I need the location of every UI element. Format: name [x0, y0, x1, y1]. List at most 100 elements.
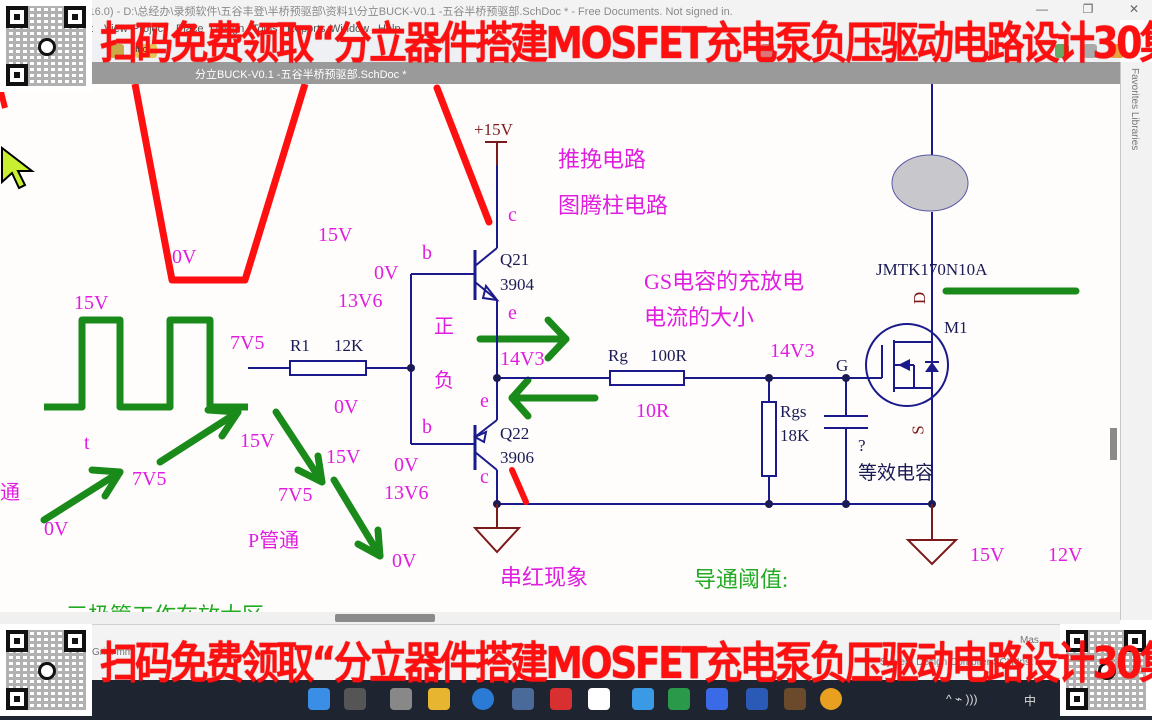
pin-c-q21: c	[508, 204, 517, 226]
menu-item-view[interactable]: View	[104, 23, 128, 35]
menu-bar: t View Project Place Design Tools Report…	[0, 20, 1120, 40]
annotation-on: 通	[0, 482, 20, 504]
restore-button[interactable]: ❐	[1082, 2, 1094, 16]
chrome-icon[interactable]	[820, 688, 842, 710]
promo-banner-top: 扫码免费领取“分立器件搭建MOSFET充电泵负压驱动电路设计30集完整视频”	[100, 18, 1152, 69]
voltage-label: 7V5	[230, 332, 265, 354]
annotation-gs-charge-1: GS电容的充放电	[644, 269, 805, 294]
inc-label: Inc	[135, 44, 157, 58]
excel-icon[interactable]	[668, 688, 690, 710]
tool-icon[interactable]	[760, 44, 774, 58]
pin-e-q21: e	[508, 302, 517, 324]
annotation-push-pull: 推挽电路	[558, 147, 647, 172]
voltage-label: 7V5	[132, 468, 167, 490]
calculator-icon[interactable]	[512, 688, 534, 710]
voltage-label: 15V	[318, 224, 353, 246]
promo-banner-bottom: 扫码免费领取“分立器件搭建MOSFET充电泵负压驱动电路设计30集完整视频”	[100, 638, 1152, 689]
voltage-label: 0V	[392, 550, 417, 572]
annotation-negative: 负	[434, 370, 454, 392]
resistor-rgs	[761, 401, 777, 477]
annotation-threshold: 导通阈值:	[694, 567, 789, 592]
panels-list[interactable]: System Design Compiler SCH Inst	[880, 657, 1033, 668]
home-icon[interactable]	[1110, 44, 1124, 58]
toolbar: Inc	[0, 40, 1124, 62]
window-title: er (16.0) - D:\总经办\录频软件\五谷丰登\半桥预驱部\资料1\分…	[72, 6, 733, 18]
menu-item-place[interactable]: Place	[176, 23, 204, 35]
mosfet-part: JMTK170N10A	[876, 260, 988, 279]
annotation-gs-charge-2: 电流的大小	[644, 305, 755, 330]
resistor-r1	[289, 360, 367, 376]
menu-item-reports[interactable]: Reports	[287, 23, 326, 35]
voltage-label: 14V3	[500, 348, 545, 370]
mouse-cursor-icon	[0, 146, 35, 190]
voltage-label: 0V	[172, 246, 197, 268]
tab-schdoc[interactable]: 分立BUCK-V0.1 -五谷半桥预驱部.SchDoc *	[195, 69, 407, 81]
app-icon[interactable]	[706, 688, 728, 710]
annotation-shoot-through: 串红现象	[500, 565, 589, 590]
open-icon[interactable]	[110, 44, 124, 58]
minimize-button[interactable]: —	[1036, 2, 1048, 16]
voltage-label: 0V	[334, 396, 359, 418]
mosfet-pin-g: G	[836, 356, 849, 375]
power-label: +15V	[474, 120, 513, 139]
file-explorer-icon[interactable]	[428, 688, 450, 710]
menu-item-design[interactable]: Design	[210, 23, 245, 35]
ime-indicator[interactable]: 中	[1024, 694, 1037, 708]
voltage-label: 15V	[970, 544, 1005, 566]
capacitor-label: 等效电容	[858, 463, 935, 484]
schematic-drawing	[0, 84, 1080, 566]
voltage-label: 13V6	[384, 482, 429, 504]
app-icon[interactable]	[632, 688, 654, 710]
rg-note: 10R	[636, 400, 670, 422]
horizontal-scrollbar[interactable]	[0, 612, 1120, 624]
grid-status: Grid: mm	[92, 647, 134, 658]
voltage-label: 14V3	[770, 340, 815, 362]
start-icon[interactable]	[308, 688, 330, 710]
panel-tabs-favorites-libraries[interactable]: Favorites Libraries	[1129, 68, 1140, 151]
menu-item-project[interactable]: Project	[132, 23, 167, 35]
status-bar: Grid: mm Mas System Design Compiler SCH …	[0, 624, 1152, 680]
voltage-label: 0V	[374, 262, 399, 284]
voltage-label: 0V	[394, 454, 419, 476]
annotation-p-on: P管通	[248, 530, 300, 552]
search-icon[interactable]	[344, 688, 366, 710]
voltage-label: 13V6	[338, 290, 383, 312]
qr-code-bottom-right	[1060, 624, 1152, 716]
probe-ellipse	[891, 154, 969, 212]
task-view-icon[interactable]	[390, 688, 412, 710]
rgs-value: 18K	[780, 426, 810, 445]
rg-value: 100R	[650, 346, 687, 365]
q21-part: 3904	[500, 275, 534, 294]
menu-item-tools[interactable]: Tools	[252, 23, 278, 35]
mosfet-pin-d: D	[910, 291, 930, 305]
horizontal-scrollbar-thumb[interactable]	[335, 614, 435, 622]
app-icon[interactable]	[784, 688, 806, 710]
pin-b-q21: b	[422, 242, 432, 264]
schematic-canvas[interactable]: +15V 推挽电路 图腾柱电路 c 15V 0V b 0V Q21 3904 G…	[0, 84, 1120, 620]
q22-ref: Q22	[500, 424, 530, 443]
navigate-icon[interactable]	[1083, 44, 1097, 58]
q22-part: 3906	[500, 448, 534, 467]
vertical-scrollbar-thumb[interactable]	[1110, 428, 1117, 460]
voltage-label: 15V	[74, 292, 109, 314]
q21-ref: Q21	[500, 250, 530, 269]
panels-label[interactable]: Mas	[1020, 635, 1039, 646]
window-titlebar: er (16.0) - D:\总经办\录频软件\五谷丰登\半桥预驱部\资料1\分…	[0, 0, 1152, 20]
mosfet-pin-s: S	[908, 425, 928, 435]
menu-item-help[interactable]: Help	[378, 23, 401, 35]
annotation-totem-pole: 图腾柱电路	[558, 193, 669, 218]
capacitor-ref: ?	[858, 436, 866, 455]
menu-item-window[interactable]: Window	[330, 23, 370, 35]
system-tray[interactable]: ^ ⌁ )))	[946, 692, 978, 706]
close-button[interactable]: ✕	[1128, 2, 1140, 16]
document-tabs: 分立BUCK-V0.1 -五谷半桥预驱部.SchDoc *	[0, 62, 1120, 84]
edge-icon[interactable]	[472, 688, 494, 710]
voltage-label: 15V	[240, 430, 275, 452]
app-icon[interactable]	[550, 688, 572, 710]
voltage-label: 15V	[326, 446, 361, 468]
qr-code-top-left	[0, 0, 92, 92]
refresh-icon[interactable]	[1055, 44, 1069, 58]
input-pulse	[44, 316, 248, 411]
word-icon[interactable]	[746, 688, 768, 710]
app-icon[interactable]	[588, 688, 610, 710]
